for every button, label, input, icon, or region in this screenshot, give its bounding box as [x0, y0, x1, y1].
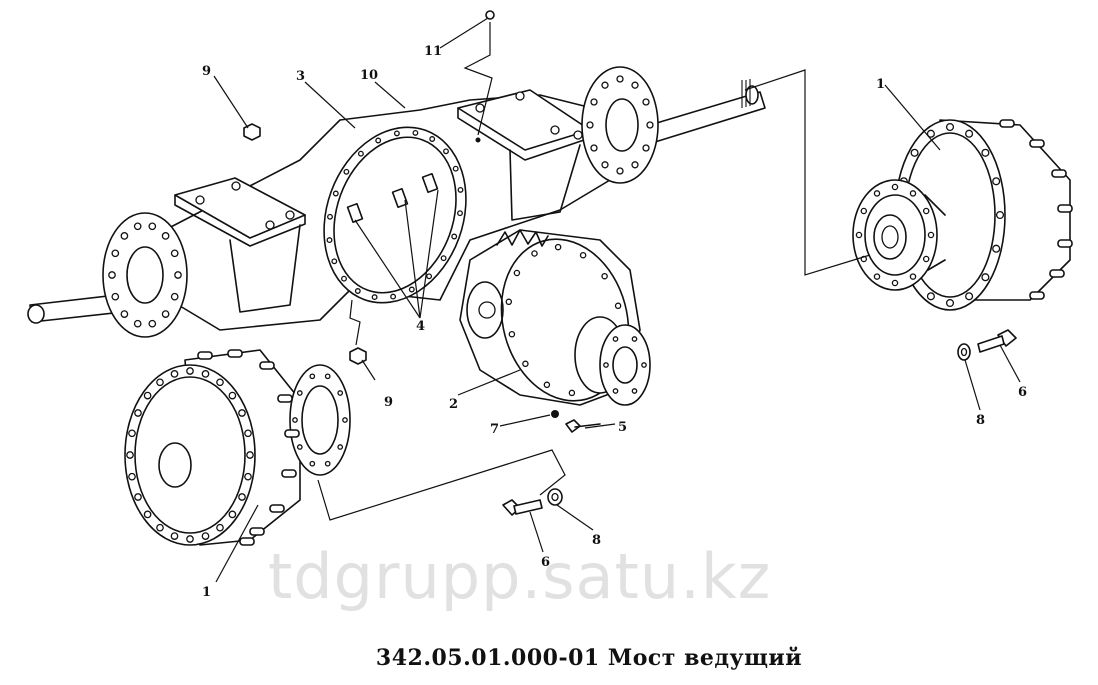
callout-1-left: 1 [202, 585, 211, 600]
callout-numbers: 11 9 3 10 4 9 2 7 5 1 6 8 1 6 8 [202, 44, 1027, 600]
callout-4: 4 [416, 319, 425, 334]
leader-lines [213, 17, 1021, 583]
fasteners [243, 10, 1017, 516]
wheel-reducer-right [852, 119, 1073, 311]
callout-11: 11 [424, 44, 442, 59]
differential-carrier [459, 229, 651, 406]
callout-8-right: 8 [976, 413, 985, 428]
callout-9-lower: 9 [384, 395, 393, 410]
callout-9-upper: 9 [202, 64, 211, 79]
callout-6-right: 6 [1018, 385, 1027, 400]
callout-7: 7 [490, 422, 499, 437]
diagram-caption: 342.05.01.000-01 Мост ведущий [375, 645, 803, 671]
callout-2: 2 [449, 397, 458, 412]
wheel-reducer-left [124, 349, 351, 546]
callout-3: 3 [296, 69, 305, 84]
callout-8-lower: 8 [592, 533, 601, 548]
axle-housing [27, 66, 766, 338]
callout-6-lower: 6 [541, 555, 550, 570]
watermark: tdgrupp.satu.kz [268, 540, 772, 613]
callout-10: 10 [360, 68, 378, 83]
callout-5: 5 [618, 420, 627, 435]
callout-1-right: 1 [876, 77, 885, 92]
